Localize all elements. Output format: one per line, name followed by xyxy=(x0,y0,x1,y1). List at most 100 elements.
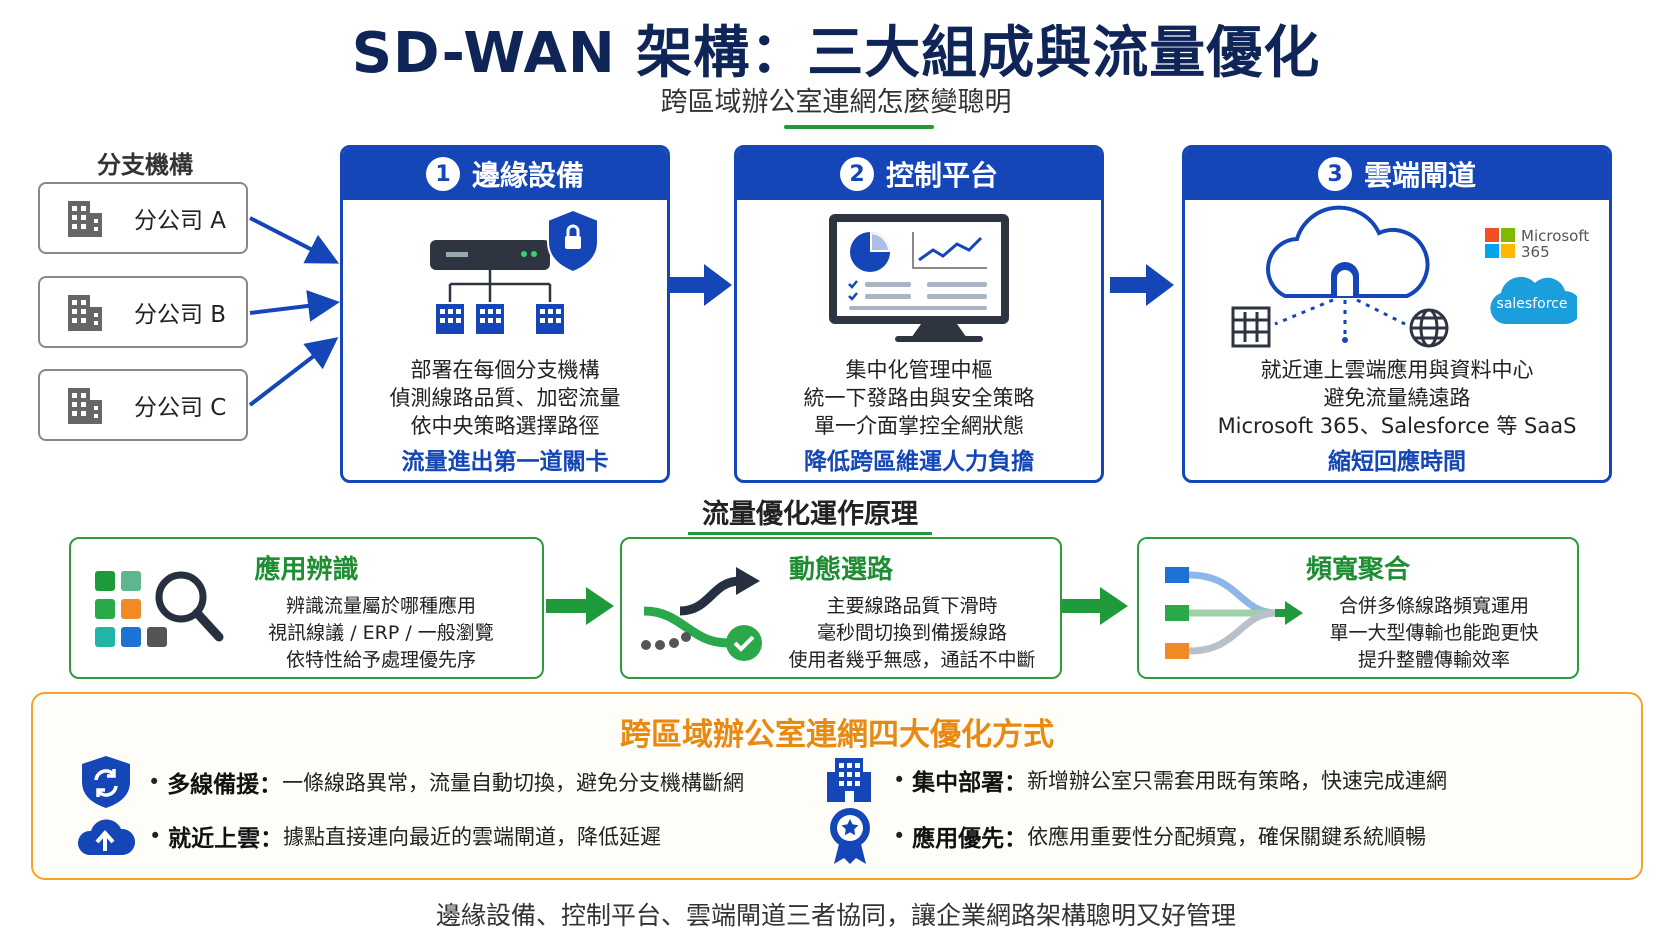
bullet: • xyxy=(893,824,913,848)
colon: ： xyxy=(1004,770,1028,796)
subtitle-underline xyxy=(784,125,934,129)
method-label: 應用優先 xyxy=(912,826,1005,852)
opt-line: 使用者幾乎無感，通話不中斷 xyxy=(788,649,1036,671)
branch-label: 分公司 B xyxy=(134,302,227,328)
branch-a: 分公司 A xyxy=(38,182,248,254)
app-search-icon xyxy=(95,571,224,647)
365-text: 365 xyxy=(1521,243,1550,261)
method-label: 多線備援 xyxy=(167,772,260,798)
card-line: 避免流量繞遠路 xyxy=(1323,386,1471,410)
opt-line: 提升整體傳輸效率 xyxy=(1357,649,1510,671)
branch-label: 分公司 C xyxy=(134,395,227,421)
card-highlight: 流量進出第一道關卡 xyxy=(401,449,609,475)
opt-line: 毫秒間切換到備援線路 xyxy=(816,622,1007,644)
method-text: 一條線路異常，流量自動切換，避免分支機構斷網 xyxy=(282,771,745,795)
colon: ： xyxy=(260,826,284,852)
opt-line: 合併多條線路頻寬運用 xyxy=(1338,595,1529,617)
optimization-underline xyxy=(688,532,932,535)
method-central-deploy: • 集中部署：新增辦公室只需套用既有策略，快速完成連網 xyxy=(825,754,1447,806)
colon: ： xyxy=(259,772,283,798)
card-line: 統一下發路由與安全策略 xyxy=(803,386,1035,410)
route-switch-icon xyxy=(641,567,762,661)
cloud-gateway-icon xyxy=(1231,205,1449,348)
bullet: • xyxy=(893,768,913,792)
building-icon xyxy=(68,295,102,331)
opt-line: 主要線路品質下滑時 xyxy=(826,595,998,617)
method-text: 據點直接連向最近的雲端閘道，降低延遲 xyxy=(283,825,662,849)
methods-title: 跨區域辦公室連網四大優化方式 xyxy=(620,717,1054,753)
shield-refresh-icon xyxy=(82,756,130,808)
methods-box: 跨區域辦公室連網四大優化方式 • 多線備援：一條線路異常，流量自動切換，避免分支… xyxy=(31,692,1643,880)
microsoft-365-label: Microsoft 365 xyxy=(1521,228,1589,260)
salesforce-logo-icon xyxy=(1490,276,1577,324)
microsoft-text: Microsoft xyxy=(1521,227,1590,245)
card-control-platform: 2 控制平台 集中化管理中樞 統一下發路由與安全策略 單一介面掌控全網狀態 降低跨… xyxy=(734,145,1104,483)
page-subtitle: 跨區域辦公室連網怎麼變聰明 xyxy=(660,87,1012,118)
card-header: 1 邊緣設備 xyxy=(343,148,667,200)
card-highlight: 縮短回應時間 xyxy=(1328,449,1466,475)
card-arrow-2 xyxy=(1110,264,1174,306)
method-label: 集中部署 xyxy=(912,770,1005,796)
opt-title: 應用辨識 xyxy=(254,555,359,585)
branch-arrows xyxy=(248,216,340,407)
method-label: 就近上雲 xyxy=(168,826,261,852)
green-arrow-2 xyxy=(1060,587,1128,625)
card-header: 3 雲端閘道 xyxy=(1185,148,1609,200)
building-icon xyxy=(68,201,102,237)
microsoft-logo-icon xyxy=(1485,228,1515,258)
card-line: 偵測線路品質、加密流量 xyxy=(389,386,621,410)
bandwidth-merge-icon xyxy=(1165,567,1303,659)
award-badge-icon xyxy=(830,808,870,864)
opt-dynamic-routing: 動態選路 主要線路品質下滑時 毫秒間切換到備援線路 使用者幾乎無感，通話不中斷 xyxy=(620,537,1062,679)
method-multi-line-backup: • 多線備援：一條線路異常，流量自動切換，避免分支機構斷網 xyxy=(78,754,744,810)
green-arrow-1 xyxy=(546,587,614,625)
method-text: 新增辦公室只需套用既有策略，快速完成連網 xyxy=(1027,769,1448,793)
card-title: 控制平台 xyxy=(885,159,998,192)
salesforce-text: salesforce xyxy=(1496,296,1568,312)
card-arrow-1 xyxy=(668,264,732,306)
method-nearby-cloud: • 就近上雲：據點直接連向最近的雲端閘道，降低延遲 xyxy=(75,811,661,861)
building-icon xyxy=(68,388,102,424)
flow-arrows xyxy=(248,216,1174,625)
opt-line: 依特性給予處理優先序 xyxy=(285,649,476,671)
card-cloud-gateway: 3 雲端閘道 Microsoft 365 salesforce 就近連上雲端應用與… xyxy=(1182,145,1612,483)
branch-c: 分公司 C xyxy=(38,369,248,441)
opt-line: 單一大型傳輸也能跑更快 xyxy=(1329,622,1539,644)
branch-b: 分公司 B xyxy=(38,276,248,348)
card-line: 單一介面掌控全網狀態 xyxy=(814,414,1024,438)
card-title: 邊緣設備 xyxy=(471,159,584,192)
card-line: 依中央策略選擇路徑 xyxy=(410,414,600,438)
monitor-dashboard-icon xyxy=(829,214,1009,342)
opt-line: 視訊線議 / ERP / 一般瀏覽 xyxy=(268,622,494,644)
opt-app-identification: 應用辨識 辨識流量屬於哪種應用 視訊線議 / ERP / 一般瀏覽 依特性給予處… xyxy=(69,537,544,679)
step-number: 1 xyxy=(425,157,460,191)
footer-summary: 邊緣設備、控制平台、雲端閘道三者協同，讓企業網路架構聰明又好管理 xyxy=(435,901,1236,930)
opt-title: 動態選路 xyxy=(788,555,893,585)
opt-line: 辨識流量屬於哪種應用 xyxy=(285,595,476,617)
card-edge-device: 1 邊緣設備 部署在每個分支機構 偵測線路品質、加密流量 依中央策略選擇路徑 流量… xyxy=(340,145,670,483)
arrow-c xyxy=(248,337,339,407)
method-text: 依應用重要性分配頻寬，確保關鍵系統順暢 xyxy=(1027,825,1427,849)
card-line: 就近連上雲端應用與資料中心 xyxy=(1260,358,1534,382)
opt-bandwidth-aggregation: 頻寬聚合 合併多條線路頻寬運用 單一大型傳輸也能跑更快 提升整體傳輸效率 xyxy=(1137,537,1579,679)
step-number: 2 xyxy=(839,157,874,191)
cloud-upload-icon xyxy=(78,819,135,855)
branches-title: 分支機構 xyxy=(97,151,193,179)
edge-router-icon xyxy=(430,208,598,334)
optimization-title: 流量優化運作原理 xyxy=(702,499,918,530)
page-title: SD-WAN 架構：三大組成與流量優化 xyxy=(351,21,1321,86)
card-header: 2 控制平台 xyxy=(737,148,1101,200)
card-line: 集中化管理中樞 xyxy=(845,358,993,382)
colon: ： xyxy=(1004,826,1028,852)
opt-title: 頻寬聚合 xyxy=(1305,555,1410,585)
card-title: 雲端閘道 xyxy=(1363,159,1476,192)
bullet: • xyxy=(149,824,169,848)
arrow-b xyxy=(249,290,340,322)
card-line: Microsoft 365、Salesforce 等 SaaS xyxy=(1217,414,1577,438)
bullet: • xyxy=(148,770,168,794)
card-line: 部署在每個分支機構 xyxy=(410,358,600,382)
step-number: 3 xyxy=(1317,157,1352,191)
card-highlight: 降低跨區維運人力負擔 xyxy=(804,449,1034,475)
method-app-priority: • 應用優先：依應用重要性分配頻寬，確保關鍵系統順暢 xyxy=(828,806,1426,866)
branch-label: 分公司 A xyxy=(134,208,227,234)
